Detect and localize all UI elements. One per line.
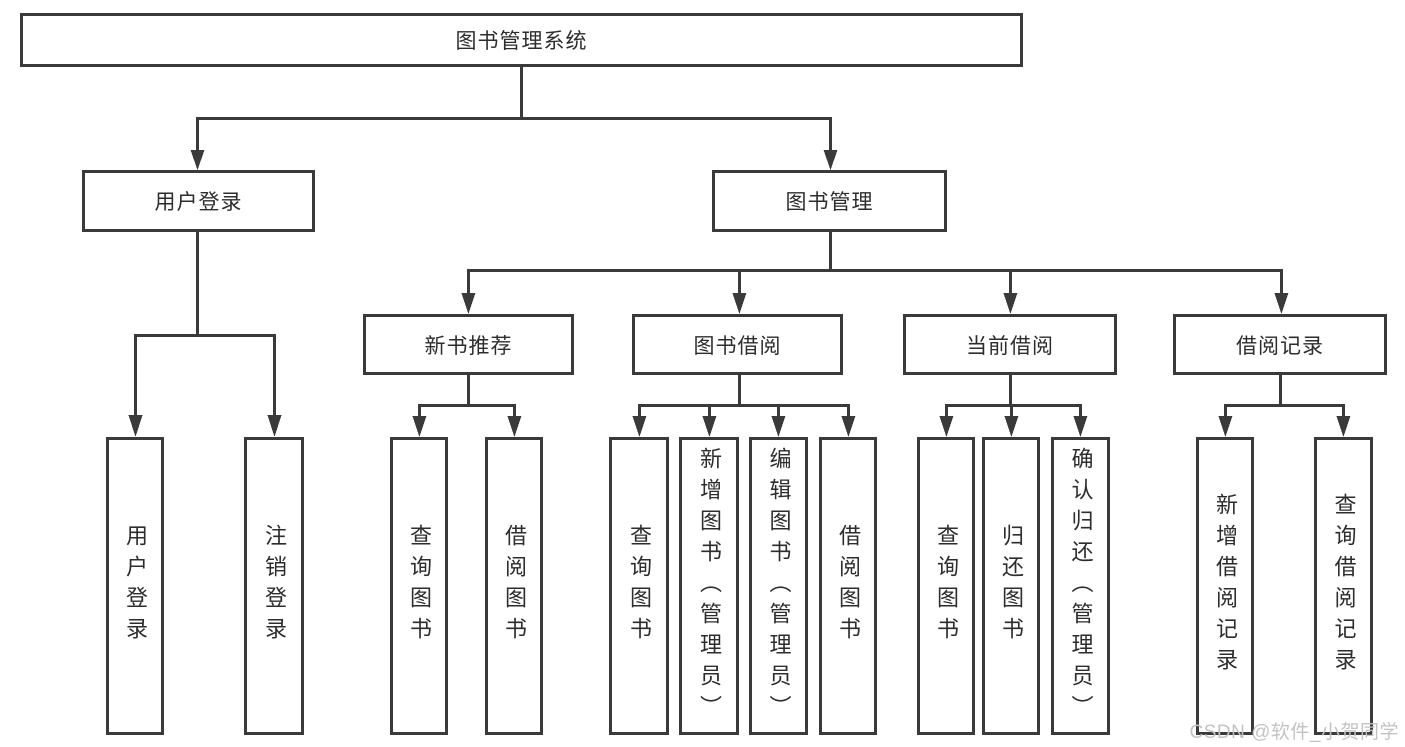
node-current-borrow: 当前借阅 <box>903 314 1117 375</box>
connector-line <box>134 232 276 417</box>
arrowhead-down <box>1218 416 1351 437</box>
node-label: 查询图书 <box>934 524 959 648</box>
arrowhead-down <box>632 416 856 437</box>
node-label: 确认归还（管理员） <box>1068 446 1094 726</box>
node-label: 归还图书 <box>999 524 1024 648</box>
arrowhead-down <box>461 293 1289 314</box>
node-leaf-query-book-borrow: 查询图书 <box>609 437 669 735</box>
node-user-login: 用户登录 <box>82 170 315 232</box>
node-label: 当前借阅 <box>966 334 1054 358</box>
node-label: 新增借阅记录 <box>1213 493 1238 679</box>
node-leaf-query-book-recommend: 查询图书 <box>390 437 448 735</box>
node-root-system: 图书管理系统 <box>20 13 1023 67</box>
node-label: 图书管理系统 <box>455 30 588 53</box>
node-label: 新增图书（管理员） <box>697 446 722 726</box>
node-leaf-logout: 注销登录 <box>244 437 304 735</box>
connector-new-book-recommend <box>412 375 522 437</box>
node-leaf-user-login: 用户登录 <box>106 437 164 735</box>
arrowhead-down <box>128 415 282 437</box>
node-label: 编辑图书（管理员） <box>766 446 792 726</box>
node-borrow-records: 借阅记录 <box>1173 314 1387 375</box>
node-leaf-borrow-book-recommend: 借阅图书 <box>485 437 543 735</box>
node-label: 借阅图书 <box>836 524 861 648</box>
connector-line <box>1224 375 1345 418</box>
node-label: 图书借阅 <box>693 334 782 358</box>
node-label: 注销登录 <box>262 524 287 648</box>
connector-current-borrow <box>939 375 1088 437</box>
node-leaf-add-book-admin: 新增图书（管理员） <box>679 437 739 735</box>
node-new-book-recommend: 新书推荐 <box>363 314 574 375</box>
node-leaf-query-book-current: 查询图书 <box>917 437 975 735</box>
node-label: 图书管理 <box>785 191 874 214</box>
node-leaf-borrow-book: 借阅图书 <box>819 437 877 735</box>
node-label: 查询借阅记录 <box>1331 493 1357 679</box>
node-label: 用户登录 <box>123 524 148 648</box>
connector-root <box>190 67 838 170</box>
connector-line <box>638 375 850 418</box>
node-book-borrow: 图书借阅 <box>632 314 843 375</box>
arrowhead-down <box>939 416 1088 437</box>
connector-user-login <box>128 232 282 437</box>
node-leaf-return-book: 归还图书 <box>982 437 1040 735</box>
node-book-management: 图书管理 <box>712 170 947 232</box>
node-label: 新书推荐 <box>424 334 513 358</box>
connector-line <box>418 375 516 418</box>
node-leaf-edit-book-admin: 编辑图书（管理员） <box>749 437 808 735</box>
csdn-watermark: CSDN @软件_小贺同学 <box>1189 722 1399 743</box>
connector-line <box>196 67 832 152</box>
node-leaf-confirm-return-admin: 确认归还（管理员） <box>1051 437 1110 735</box>
node-label: 借阅记录 <box>1236 334 1324 358</box>
connector-book-management <box>461 232 1289 314</box>
node-leaf-add-borrow-record: 新增借阅记录 <box>1196 437 1254 735</box>
connector-borrow-records <box>1218 375 1351 437</box>
connector-line <box>945 375 1082 418</box>
node-label: 查询图书 <box>627 524 652 648</box>
node-label: 借阅图书 <box>502 524 527 648</box>
connector-line <box>467 232 1283 295</box>
node-label: 用户登录 <box>154 191 243 214</box>
connector-book-borrow <box>632 375 856 437</box>
node-label: 查询图书 <box>407 524 432 648</box>
node-leaf-query-borrow-record: 查询借阅记录 <box>1314 437 1373 735</box>
arrowhead-down <box>412 416 522 437</box>
arrowhead-down <box>190 150 838 170</box>
